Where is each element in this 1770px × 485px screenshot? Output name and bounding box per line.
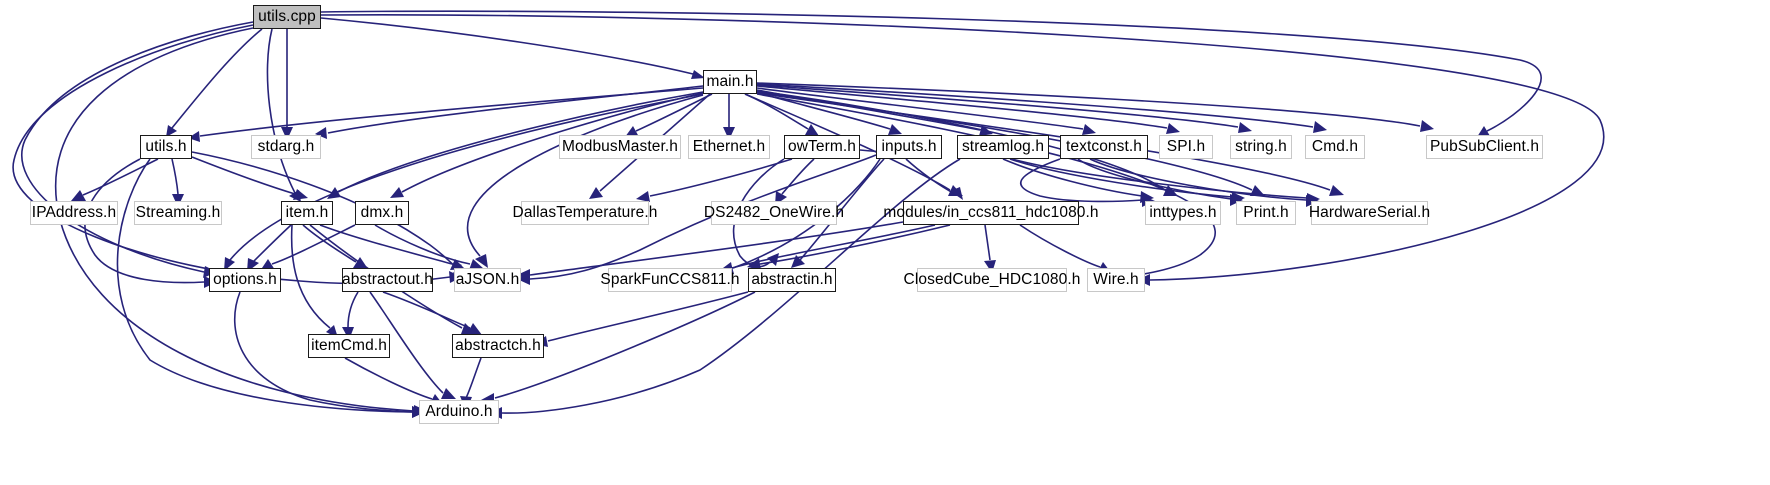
graph-node-label: utils.cpp bbox=[258, 8, 316, 26]
graph-node-label: main.h bbox=[706, 73, 754, 91]
graph-node-label: Print.h bbox=[1243, 204, 1289, 222]
graph-node-ccs811-hdc-h[interactable]: modules/in_ccs811_hdc1080.h bbox=[883, 201, 1099, 225]
graph-node-inttypes-h[interactable]: inttypes.h bbox=[1145, 201, 1221, 225]
graph-node-label: string.h bbox=[1235, 138, 1287, 156]
graph-node-streaming-h[interactable]: Streaming.h bbox=[134, 201, 222, 225]
graph-node-label: utils.h bbox=[145, 138, 187, 156]
graph-node-label: abstractin.h bbox=[751, 271, 833, 289]
graph-node-ds2482-h[interactable]: DS2482_OneWire.h bbox=[704, 201, 844, 225]
graph-node-label: abstractout.h bbox=[342, 271, 433, 289]
graph-node-options-h[interactable]: options.h bbox=[209, 268, 281, 292]
graph-node-label: Ethernet.h bbox=[692, 138, 766, 156]
graph-node-owterm-h[interactable]: owTerm.h bbox=[784, 135, 860, 159]
graph-node-label: Cmd.h bbox=[1311, 138, 1359, 156]
graph-node-sparkfunccs-h[interactable]: SparkFunCCS811.h bbox=[600, 268, 739, 292]
graph-node-label: ClosedCube_HDC1080.h bbox=[903, 271, 1081, 289]
graph-node-label: Wire.h bbox=[1093, 271, 1139, 289]
graph-node-label: SparkFunCCS811.h bbox=[600, 271, 740, 289]
graph-node-label: textconst.h bbox=[1065, 138, 1143, 156]
graph-node-label: modules/in_ccs811_hdc1080.h bbox=[883, 204, 1099, 222]
graph-node-abstractout-h[interactable]: abstractout.h bbox=[342, 268, 433, 292]
graph-node-utils-cpp[interactable]: utils.cpp bbox=[253, 5, 321, 29]
graph-node-spi-h[interactable]: SPI.h bbox=[1159, 135, 1213, 159]
graph-node-label: SPI.h bbox=[1166, 138, 1206, 156]
edge-group-abstractout-h bbox=[342, 291, 482, 399]
graph-node-arduino-h[interactable]: Arduino.h bbox=[419, 400, 499, 424]
graph-node-label: stdarg.h bbox=[257, 138, 315, 156]
graph-node-label: owTerm.h bbox=[788, 138, 856, 156]
graph-node-stdarg-h[interactable]: stdarg.h bbox=[251, 135, 321, 159]
graph-node-itemcmd-h[interactable]: itemCmd.h bbox=[308, 334, 390, 358]
graph-node-print-h[interactable]: Print.h bbox=[1236, 201, 1296, 225]
graph-node-wire-h[interactable]: Wire.h bbox=[1087, 268, 1145, 292]
edge-group-textconst-h bbox=[1019, 158, 1319, 207]
graph-node-label: options.h bbox=[213, 271, 277, 289]
graph-node-string-h[interactable]: string.h bbox=[1230, 135, 1292, 159]
graph-node-streamlog-h[interactable]: streamlog.h bbox=[957, 135, 1049, 159]
graph-node-ethernet-h[interactable]: Ethernet.h bbox=[688, 135, 770, 159]
graph-node-abstractin-h[interactable]: abstractin.h bbox=[748, 268, 836, 292]
graph-node-abstractch-h[interactable]: abstractch.h bbox=[452, 334, 544, 358]
graph-node-dmx-h[interactable]: dmx.h bbox=[355, 201, 409, 225]
graph-node-utils-h[interactable]: utils.h bbox=[140, 135, 192, 159]
graph-node-hwserial-h[interactable]: HardwareSerial.h bbox=[1308, 201, 1431, 225]
graph-node-label: aJSON.h bbox=[455, 271, 520, 289]
graph-node-inputs-h[interactable]: inputs.h bbox=[876, 135, 942, 159]
graph-node-ipaddress-h[interactable]: IPAddress.h bbox=[30, 201, 118, 225]
graph-node-main-h[interactable]: main.h bbox=[703, 70, 757, 94]
edge-group-dmx-h bbox=[260, 224, 484, 271]
graph-node-pubsubclient-h[interactable]: PubSubClient.h bbox=[1426, 135, 1543, 159]
graph-node-label: streamlog.h bbox=[961, 138, 1045, 156]
graph-node-closedcube-h[interactable]: ClosedCube_HDC1080.h bbox=[904, 268, 1080, 292]
graph-node-label: DallasTemperature.h bbox=[512, 204, 658, 222]
graph-node-modbusmaster-h[interactable]: ModbusMaster.h bbox=[559, 135, 681, 159]
graph-node-label: abstractch.h bbox=[455, 337, 541, 355]
graph-node-label: Arduino.h bbox=[425, 403, 493, 421]
graph-node-label: IPAddress.h bbox=[31, 204, 117, 222]
graph-node-textconst-h[interactable]: textconst.h bbox=[1060, 135, 1148, 159]
graph-node-item-h[interactable]: item.h bbox=[281, 201, 333, 225]
graph-node-label: inttypes.h bbox=[1149, 204, 1217, 222]
graph-node-label: HardwareSerial.h bbox=[1308, 204, 1431, 222]
edge-group-main-h bbox=[188, 82, 1434, 284]
graph-node-label: Streaming.h bbox=[135, 204, 221, 222]
graph-node-label: item.h bbox=[285, 204, 329, 222]
graph-node-label: DS2482_OneWire.h bbox=[703, 204, 845, 222]
graph-node-label: itemCmd.h bbox=[311, 337, 387, 355]
graph-node-label: inputs.h bbox=[881, 138, 937, 156]
graph-node-cmd-h[interactable]: Cmd.h bbox=[1305, 135, 1365, 159]
graph-node-label: PubSubClient.h bbox=[1429, 138, 1540, 156]
graph-node-label: dmx.h bbox=[360, 204, 404, 222]
graph-node-dallastemp-h[interactable]: DallasTemperature.h bbox=[513, 201, 657, 225]
graph-node-ajson-h[interactable]: aJSON.h bbox=[454, 268, 521, 292]
graph-node-label: ModbusMaster.h bbox=[562, 138, 678, 156]
